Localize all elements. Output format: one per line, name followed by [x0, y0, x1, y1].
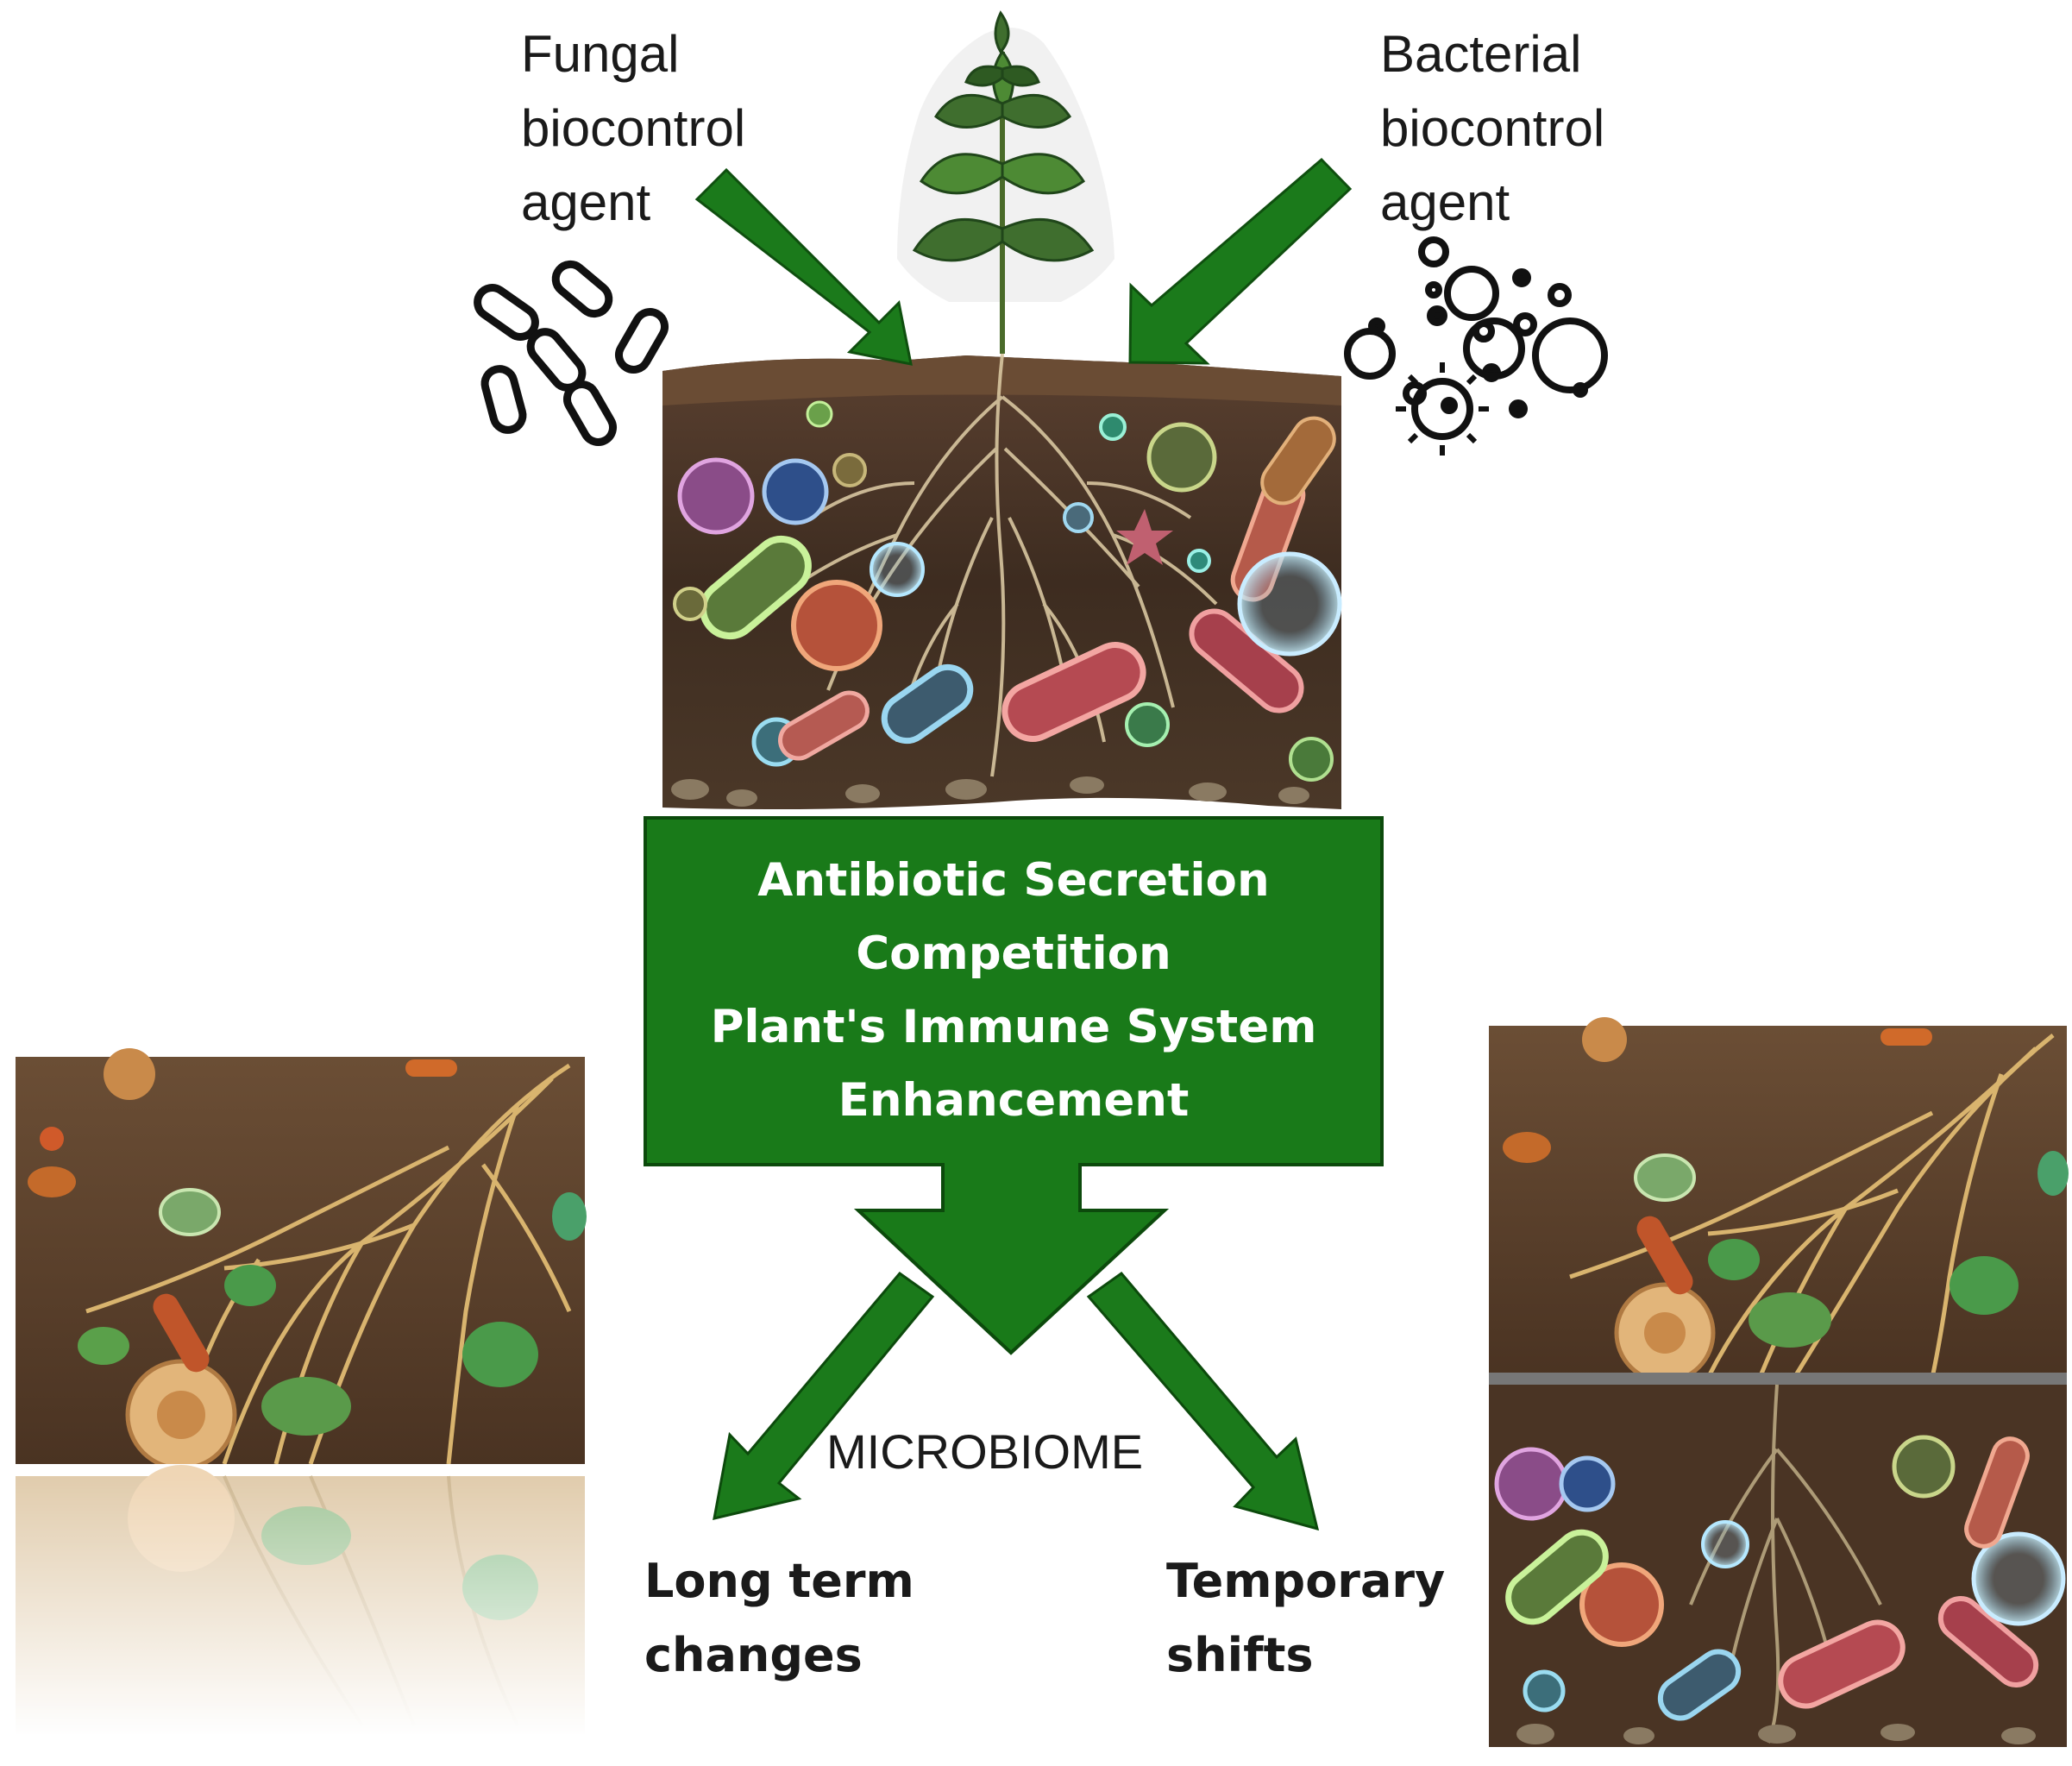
bacterial-label-line1: Bacterial	[1380, 25, 1582, 83]
long-term-arrow	[713, 1271, 935, 1520]
microbiome-label: MICROBIOME	[826, 1424, 1144, 1479]
soil-cross-section-image	[662, 353, 1342, 809]
fungal-label-line1: Fungal	[521, 25, 680, 83]
mechanisms-text: Antibiotic Secretion Competition Plant's…	[645, 844, 1382, 1137]
mechanism-enhancement: Enhancement	[838, 1074, 1190, 1127]
fungal-label-line2: biocontrol	[521, 99, 746, 157]
temporary-line1: Temporary	[1166, 1554, 1446, 1608]
fungal-agent-label: Fungal biocontrol agent	[521, 17, 745, 240]
temporary-line2: shifts	[1166, 1628, 1314, 1682]
mechanism-competition: Competition	[856, 927, 1171, 980]
mechanism-immune-system: Plant's Immune System	[710, 1001, 1317, 1053]
fungal-spores-icon	[474, 260, 669, 446]
bacterial-label-line3: agent	[1380, 173, 1510, 231]
fungal-arrow	[694, 167, 913, 366]
bacterial-agent-label: Bacterial biocontrol agent	[1380, 17, 1604, 240]
mechanism-antibiotic-secretion: Antibiotic Secretion	[757, 854, 1270, 907]
long-term-line1: Long term	[644, 1554, 914, 1608]
long-term-changes-label: Long term changes	[644, 1544, 914, 1693]
fungal-label-line3: agent	[521, 173, 651, 231]
right-soil-image	[1489, 1017, 2069, 1385]
left-soil-reflection	[16, 1465, 585, 1735]
temporary-shifts-label: Temporary shifts	[1166, 1544, 1445, 1693]
temporary-arrow	[1086, 1271, 1320, 1531]
bacteria-icon	[1344, 236, 1608, 456]
mechanisms-box	[644, 816, 1384, 1355]
long-term-line2: changes	[644, 1628, 863, 1682]
seedling-icon	[897, 10, 1114, 354]
bacterial-label-line2: biocontrol	[1380, 99, 1605, 157]
bacterial-arrow	[1128, 157, 1353, 365]
right-soil-reflection	[1489, 1384, 2067, 1747]
left-soil-image	[16, 1048, 587, 1476]
